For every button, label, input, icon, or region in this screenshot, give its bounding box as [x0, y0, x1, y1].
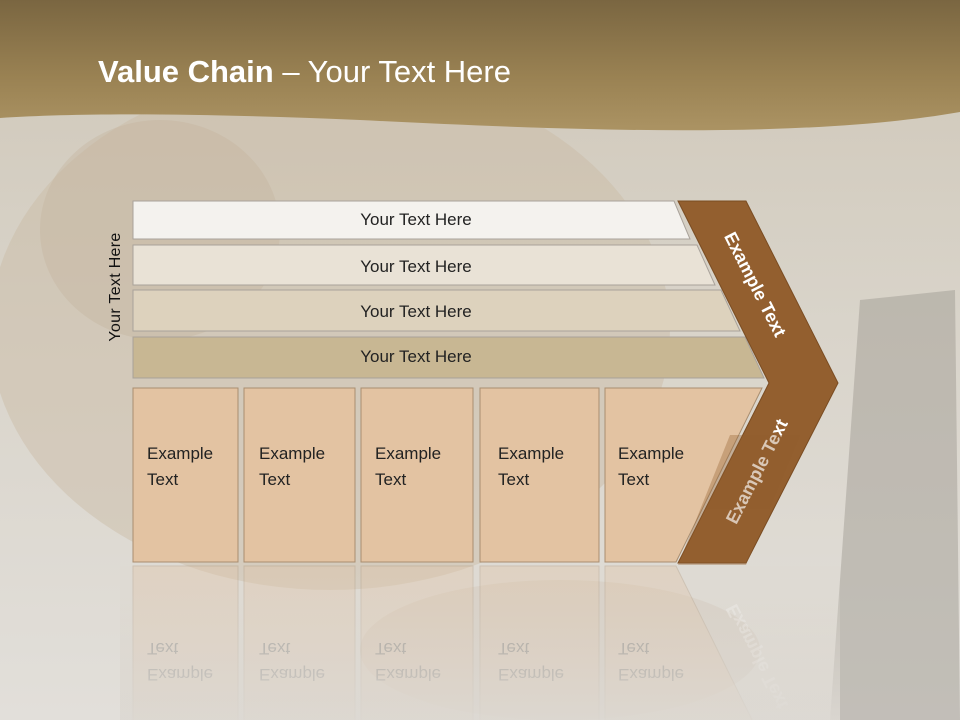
slide-title-bold: Value Chain: [98, 54, 274, 89]
primary-box-4: [479, 387, 600, 563]
primary-box-1: [132, 387, 239, 563]
margin-arrow-shape: [677, 200, 839, 564]
support-row-3-label: Your Text Here: [360, 302, 472, 321]
slide-title: Value Chain – Your Text Here: [98, 54, 511, 90]
support-row-3: [132, 289, 741, 332]
primary-box-5-line2: Text: [618, 470, 649, 489]
primary-box-5: [604, 387, 763, 563]
primary-box-1-line2: Text: [147, 470, 178, 489]
support-row-1-label: Your Text Here: [360, 210, 472, 229]
reflection-fade: [120, 566, 840, 720]
support-row-4-label: Your Text Here: [360, 347, 472, 366]
primary-box-1-line1: Example: [147, 444, 213, 463]
primary-box-3-line2: Text: [375, 470, 406, 489]
primary-box-2: [243, 387, 356, 563]
support-row-1: [132, 200, 691, 240]
primary-box-2-line2: Text: [259, 470, 290, 489]
primary-box-4-line1: Example: [498, 444, 564, 463]
primary-box-3: [360, 387, 474, 563]
primary-box-4-line2: Text: [498, 470, 529, 489]
primary-boxes: Example Text Example Text Example Text E…: [132, 387, 763, 563]
support-rows: Your Text Here Your Text Here Your Text …: [132, 200, 765, 379]
support-row-2: [132, 244, 716, 286]
primary-box-2-line1: Example: [259, 444, 325, 463]
slide-title-rest: – Your Text Here: [273, 54, 511, 89]
primary-box-5-line1: Example: [618, 444, 684, 463]
support-row-2-label: Your Text Here: [360, 257, 472, 276]
support-row-4: [132, 336, 765, 379]
primary-box-3-line1: Example: [375, 444, 441, 463]
